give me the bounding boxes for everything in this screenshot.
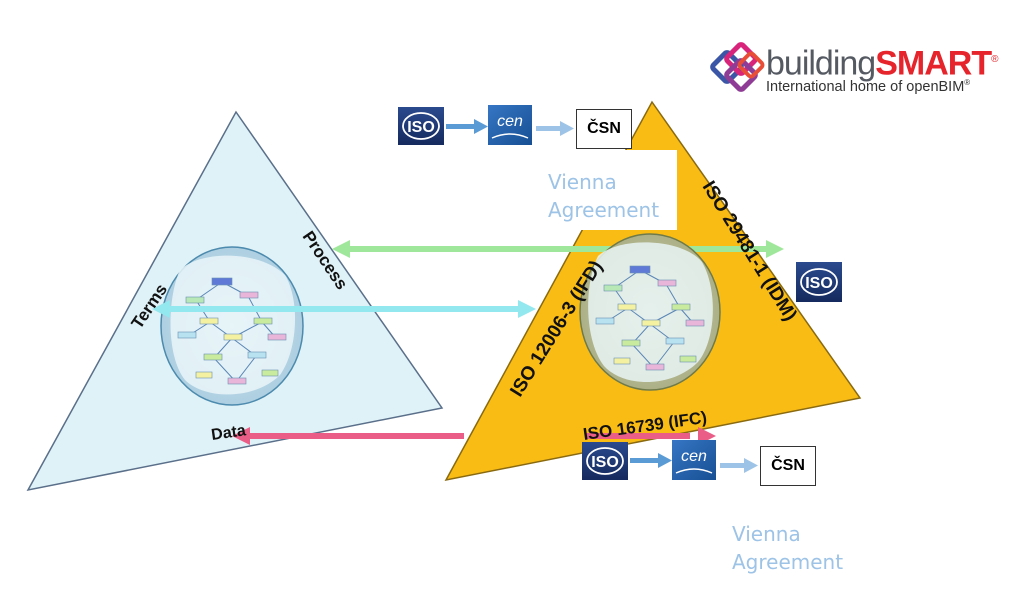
- top-iso-text: ISO: [407, 119, 435, 136]
- brand-tagline-mark: ®: [964, 78, 971, 87]
- label-data: Data: [210, 422, 247, 444]
- top-agreement-label: Vienna Agreement: [548, 168, 659, 224]
- left-network-diagram: [160, 246, 304, 406]
- bottom-csn-box: ČSN: [760, 446, 816, 486]
- brand-tagline: International home of openBIM®: [766, 78, 970, 95]
- bottom-agreement-line2: Agreement: [732, 550, 844, 574]
- top-agreement-box: [545, 150, 677, 230]
- bottom-iso-text: ISO: [591, 454, 619, 471]
- side-iso-text: ISO: [805, 275, 833, 292]
- buildingsmart-brand: buildingSMART® International home of ope…: [712, 40, 1012, 100]
- bottom-agreement-label: Vienna Agreement: [732, 520, 843, 576]
- brand-tagline-text: International home of openBIM: [766, 78, 965, 95]
- right-network-diagram: [579, 233, 721, 391]
- top-cen-logo: cen: [488, 105, 532, 145]
- cyan-arrow-terms: [152, 300, 536, 318]
- bottom-chain-arrow-2: [720, 458, 758, 473]
- brand-name-regular: building: [766, 44, 876, 83]
- top-agreement-line1: Vienna: [548, 170, 617, 194]
- bottom-cen-text: cen: [681, 448, 707, 465]
- top-iso-logo: ISO: [398, 107, 444, 145]
- green-arrow-process: [332, 240, 784, 258]
- side-iso-logo: ISO: [796, 262, 842, 302]
- bottom-iso-logo: ISO: [582, 442, 628, 480]
- bottom-agreement-line1: Vienna: [732, 522, 801, 546]
- top-chain-arrow-1: [446, 119, 488, 134]
- buildingsmart-logo-mark: [710, 42, 765, 92]
- brand-wordmark: buildingSMART®: [766, 40, 999, 83]
- top-cen-text: cen: [497, 113, 523, 130]
- bottom-chain-arrow-1: [630, 453, 672, 468]
- bottom-cen-logo: cen: [672, 440, 716, 480]
- brand-registered: ®: [991, 54, 998, 65]
- brand-name-bold: SMART: [875, 44, 992, 83]
- top-csn-box: ČSN: [576, 109, 632, 149]
- top-chain-arrow-2: [536, 121, 574, 136]
- top-agreement-line2: Agreement: [548, 198, 660, 222]
